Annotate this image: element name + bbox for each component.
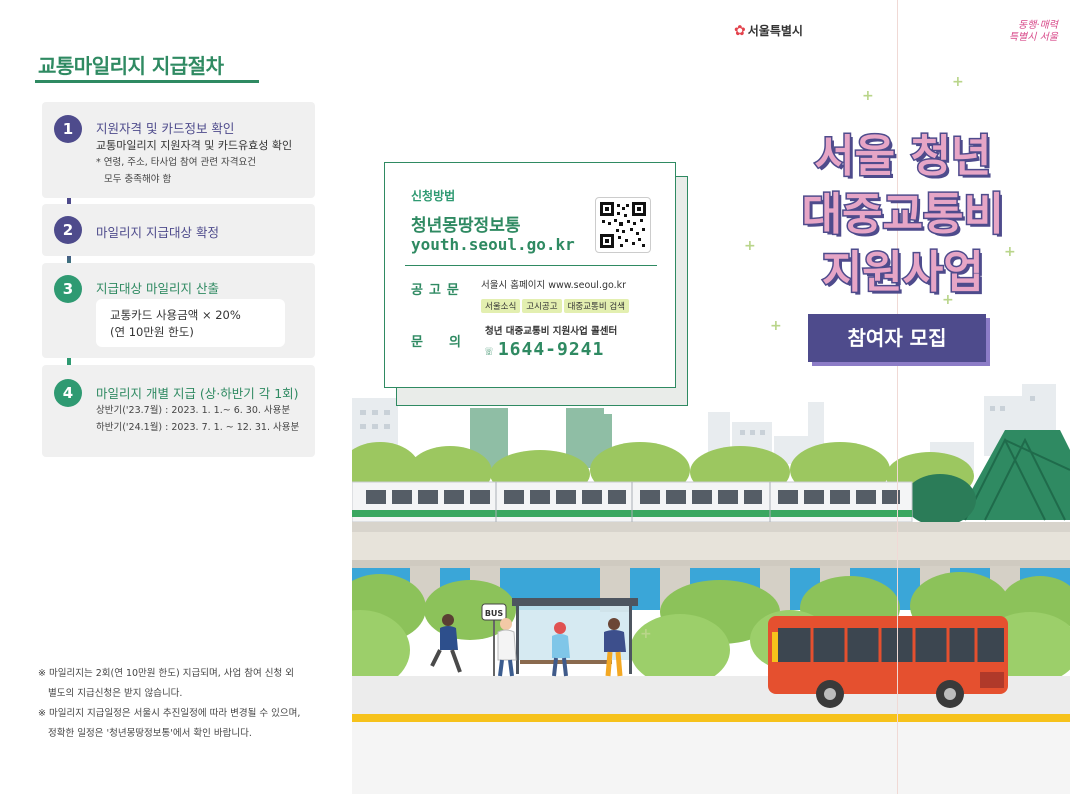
step-4: 4 마일리지 개별 지급 (상·하반기 각 1회) 상반기('23.7월) : … xyxy=(42,365,315,457)
step-note: * 연령, 주소, 타사업 참여 관련 자격요건 xyxy=(96,157,257,168)
sparkle-icon: + xyxy=(744,238,756,254)
people xyxy=(430,614,626,677)
sparkle-icon: + xyxy=(952,74,964,90)
title-line: 대중교통비 xyxy=(800,188,1005,242)
sparkle-icon: + xyxy=(942,292,954,308)
notice-text: 서울시 홈페이지 www.seoul.go.kr xyxy=(481,280,627,291)
footnote: ※ 마일리지 지급일정은 서울시 추진일정에 따라 변경될 수 있으며, xyxy=(38,708,301,719)
step-title: 지원자격 및 카드정보 확인 xyxy=(96,121,235,136)
step-note: 모두 충족해야 함 xyxy=(104,174,172,185)
billboard: 신청방법 청년몽땅정보통 youth.seoul.go.kr 공고문 서울시 홈… xyxy=(384,162,676,388)
footnote: 정확한 일정은 '청년몽땅정보통'에서 확인 바랍니다. xyxy=(48,728,252,739)
dome-structure xyxy=(904,430,1070,526)
qr-code-graphic xyxy=(600,202,646,248)
billboard-divider xyxy=(405,265,657,266)
formula-text: 교통카드 사용금액 × 20% xyxy=(110,308,241,322)
main-title: 서울 청년 대중교통비 지원사업 xyxy=(800,128,1005,302)
step-detail: 상반기('23.7월) : 2023. 1. 1.~ 6. 30. 사용분 xyxy=(96,405,291,416)
qr-code-icon xyxy=(595,197,651,253)
call-center-name: 청년 대중교통비 지원사업 콜센터 xyxy=(485,326,618,337)
footnotes: ※ 마일리지는 2회(연 10만원 한도) 지급되며, 사업 참여 신청 외 별… xyxy=(38,664,300,744)
apply-method-label: 신청방법 xyxy=(408,189,458,204)
cover-panel: BUS xyxy=(352,0,1070,794)
step-title: 지급대상 마일리지 산출 xyxy=(96,281,219,296)
step-detail: 하반기('24.1월) : 2023. 7. 1. ~ 12. 31. 사용분 xyxy=(96,422,300,433)
site-url: youth.seoul.go.kr xyxy=(411,235,575,254)
title-underline xyxy=(35,80,259,83)
footnote: 별도의 지급신청은 받지 않습니다. xyxy=(48,688,183,699)
sparkle-icon: + xyxy=(862,88,874,104)
phone-icon: ☏ xyxy=(485,344,494,359)
section-title: 교통마일리지 지급절차 xyxy=(38,54,224,78)
step-number: 4 xyxy=(54,379,82,407)
sparkle-icon: + xyxy=(770,318,782,334)
step-number: 3 xyxy=(54,275,82,303)
tag: 대중교통비 검색 xyxy=(563,299,630,313)
step-3: 3 지급대상 마일리지 산출 교통카드 사용금액 × 20% (연 10만원 한… xyxy=(42,263,315,358)
footnote: ※ 마일리지는 2회(연 10만원 한도) 지급되며, 사업 참여 신청 외 xyxy=(38,668,294,679)
contact-label: 문의 xyxy=(409,331,487,350)
recruit-banner: 참여자 모집 xyxy=(808,314,986,362)
left-panel: 교통마일리지 지급절차 1 지원자격 및 카드정보 확인 교통마일리지 지원자격… xyxy=(0,0,352,794)
seoul-brand-logo: 동행·매력 특별시 서울 xyxy=(1000,20,1058,44)
step-title: 마일리지 개별 지급 (상·하반기 각 1회) xyxy=(96,386,299,401)
bus-stop-sign: BUS xyxy=(485,609,504,618)
step-2: 2 마일리지 지급대상 확정 xyxy=(42,204,315,256)
mileage-formula: 교통카드 사용금액 × 20% (연 10만원 한도) xyxy=(96,299,285,347)
brand-logo-line: 특별시 서울 xyxy=(1008,32,1058,43)
step-number: 2 xyxy=(54,216,82,244)
notice-label: 공고문 xyxy=(409,279,465,298)
subway-train xyxy=(352,481,913,523)
phone-number-text: 1644-9241 xyxy=(497,339,605,360)
title-line: 서울 청년 xyxy=(813,130,993,184)
step-1: 1 지원자격 및 카드정보 확인 교통마일리지 지원자격 및 카드유효성 확인 … xyxy=(42,102,315,198)
tag: 서울소식 xyxy=(481,299,521,313)
formula-limit: (연 10만원 한도) xyxy=(110,325,194,339)
cover-illustration: BUS xyxy=(352,384,1070,794)
tag: 고시공고 xyxy=(522,299,562,313)
sparkle-icon: + xyxy=(1004,244,1016,260)
red-bus xyxy=(768,616,1008,708)
fold-line xyxy=(897,0,898,794)
steps-connector xyxy=(67,130,71,394)
step-number: 1 xyxy=(54,115,82,143)
seoul-logo-text: 서울특별시 xyxy=(747,24,803,38)
site-name: 청년몽땅정보통 xyxy=(411,216,521,236)
sparkle-icon: + xyxy=(640,626,652,642)
seoul-mark-icon: ✿ xyxy=(734,23,746,39)
title-line: 지원사업 xyxy=(820,246,985,300)
seoul-city-logo: ✿서울특별시 xyxy=(734,22,803,39)
brand-logo-line: 동행·매력 xyxy=(1018,20,1058,31)
phone-number: ☏1644-9241 xyxy=(485,339,604,360)
step-detail: 교통마일리지 지원자격 및 카드유효성 확인 xyxy=(96,139,293,152)
step-title: 마일리지 지급대상 확정 xyxy=(96,225,219,240)
